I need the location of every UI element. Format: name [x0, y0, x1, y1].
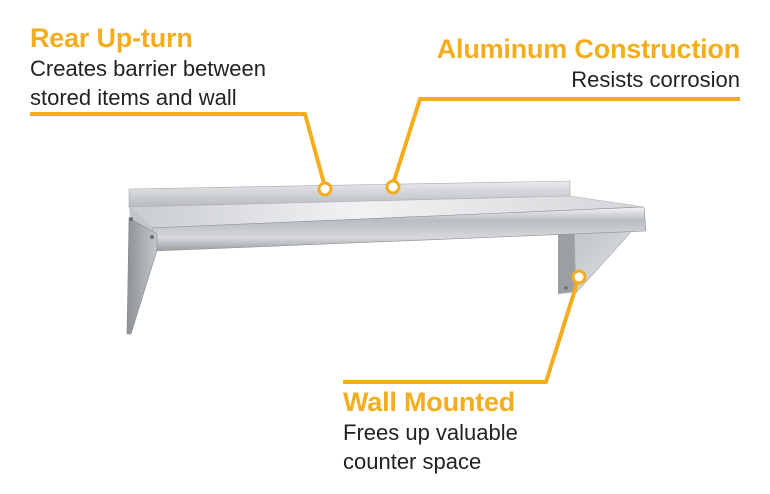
callout-aluminum-construction: Aluminum Construction Resists corrosion: [437, 33, 740, 94]
rear-upturn-leader-line: [30, 112, 327, 188]
callout-title: Rear Up-turn: [30, 23, 193, 53]
rear-upturn-dot-icon: [317, 181, 333, 197]
callout-title: Aluminum Construction: [436, 34, 740, 64]
callout-description-line: Creates barrier between: [30, 56, 267, 81]
wall-mounted-leader-line: [343, 279, 580, 384]
callout-rear-upturn: Rear Up-turn Creates barrier between sto…: [30, 22, 266, 112]
callout-description-line: stored items and wall: [30, 85, 237, 110]
callout-description-line: counter space: [343, 449, 482, 474]
wall-mounted-dot-icon: [571, 269, 587, 285]
bracket-rivet-icon: [129, 217, 133, 221]
left-bracket: [126, 217, 158, 335]
bracket-rivet-icon: [150, 235, 154, 239]
callout-description-line: Frees up valuable: [343, 420, 518, 445]
callout-description-line: Resists corrosion: [571, 67, 740, 92]
aluminum-leader-line: [391, 97, 740, 185]
aluminum-dot-icon: [385, 179, 401, 195]
callout-title: Wall Mounted: [343, 387, 516, 417]
callout-wall-mounted: Wall Mounted Frees up valuable counter s…: [343, 386, 518, 476]
bracket-rivet-icon: [564, 286, 568, 290]
right-bracket-plate: [558, 225, 576, 294]
